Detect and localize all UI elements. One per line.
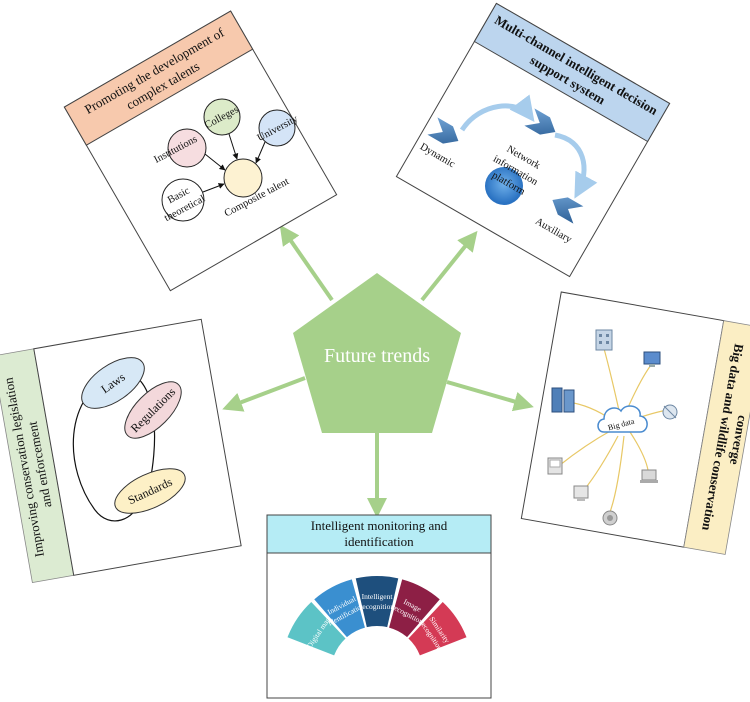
arrow-to-talents <box>279 224 334 302</box>
node-regulations <box>124 381 182 439</box>
monitoring-title-line2: identification <box>344 534 414 549</box>
panel-monitoring: Intelligent monitoring and identificatio… <box>266 514 492 699</box>
arrow-to-bigdata <box>446 380 534 412</box>
chevron-dynamic <box>427 117 459 144</box>
arc-segment-3 <box>355 576 399 628</box>
printer-icon <box>573 485 589 501</box>
arrow-to-decision <box>420 230 478 302</box>
bigdata-title-bar <box>683 320 750 555</box>
computer-icon <box>547 457 563 475</box>
arc-segment-4 <box>389 579 440 638</box>
camera-icon <box>602 510 618 526</box>
node-institutions <box>167 128 207 168</box>
chevron-auxiliary <box>552 197 584 224</box>
node-colleges <box>203 98 241 136</box>
monitoring-title-bar <box>266 514 492 554</box>
chevron-network <box>524 108 556 135</box>
node-composite <box>223 158 263 198</box>
arc-segment-2 <box>314 579 365 638</box>
edge-basic-composite <box>202 183 225 193</box>
server-icon <box>551 387 575 413</box>
monitor-icon <box>643 351 661 367</box>
building-icon <box>595 329 613 351</box>
edge-institutions-composite <box>204 153 226 171</box>
monitoring-arc: Digital mapIndividualidentificationIntel… <box>287 576 467 656</box>
flow-arrow-1 <box>459 94 535 132</box>
satellite-icon <box>662 404 678 420</box>
center-pentagon <box>293 273 461 433</box>
node-university <box>258 109 296 147</box>
arc-segment-3-label-2: recognition <box>360 602 394 611</box>
edge-university-composite <box>255 141 266 164</box>
center-node: Future trends <box>293 273 461 433</box>
arc-segment-5 <box>408 602 467 656</box>
node-basic-theoretical <box>161 178 205 222</box>
arrow-to-legislation <box>222 376 306 412</box>
monitoring-title-line1: Intelligent monitoring and <box>311 518 448 533</box>
talents-title-bar <box>63 10 254 146</box>
legislation-frame <box>33 318 242 576</box>
arc-segment-3-label-1: Intelligent <box>362 592 394 601</box>
node-standards <box>114 468 186 514</box>
cloud-icon <box>597 405 648 433</box>
edge-colleges-composite <box>228 133 239 160</box>
decision-title-bar <box>473 2 671 143</box>
platform-blob <box>485 167 523 205</box>
center-arrows <box>222 224 534 518</box>
arc-segment-1 <box>287 602 346 656</box>
laptop-icon <box>640 469 658 483</box>
center-label: Future trends <box>324 345 430 367</box>
bigdata-graph: Big data <box>547 329 678 526</box>
node-laws <box>81 357 145 409</box>
flow-arrow-2 <box>554 132 598 199</box>
legislation-graph: Laws Regulations Standards <box>72 357 186 522</box>
panel-legislation: Improving conservation legislation and e… <box>0 318 242 584</box>
